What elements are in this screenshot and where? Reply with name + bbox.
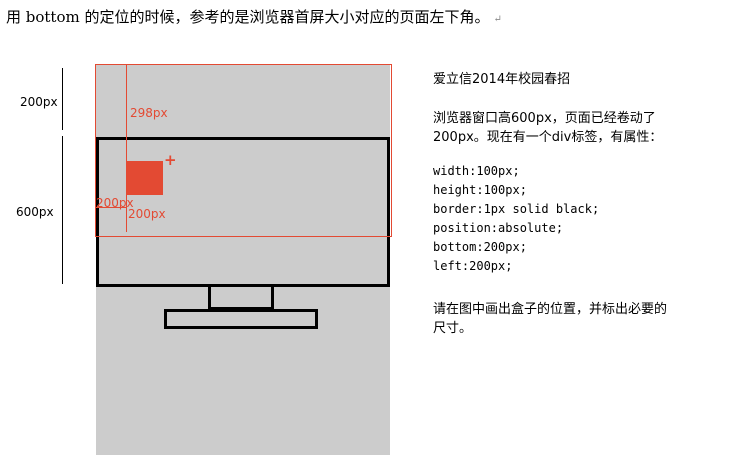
plus-marker: + <box>164 151 177 169</box>
positioned-box <box>126 161 163 195</box>
question-line1: 请在图中画出盒子的位置，并标出必要的 <box>433 302 668 317</box>
bottom-offset-tick <box>96 207 126 208</box>
page-background <box>96 64 390 455</box>
scroll-dimension-line <box>62 68 63 130</box>
window-dimension-line <box>62 136 63 284</box>
first-screen-frame <box>95 64 392 237</box>
prop-position: position:absolute; <box>433 221 564 235</box>
prop-left: left:200px; <box>433 259 513 273</box>
label-600px-window: 600px <box>16 205 54 219</box>
monitor-stand <box>164 309 318 329</box>
monitor-neck <box>208 287 274 310</box>
panel-desc-line1: 浏览器窗口高600px，页面已经卷动了 <box>433 111 656 126</box>
left-offset-line <box>126 64 127 232</box>
label-298px: 298px <box>130 106 168 120</box>
panel-title: 爱立信2014年校园春招 <box>433 72 571 87</box>
monitor-screen <box>96 137 390 287</box>
heading-content: 用 bottom 的定位的时候，参考的是浏览器首屏大小对应的页面左下角。 <box>6 8 490 26</box>
prop-border: border:1px solid black; <box>433 202 600 216</box>
prop-width: width:100px; <box>433 164 520 178</box>
question-line2: 尺寸。 <box>433 321 473 336</box>
prop-bottom: bottom:200px; <box>433 240 527 254</box>
panel-desc-line2: 200px。现在有一个div标签，有属性： <box>433 130 663 145</box>
label-200px-left: 200px <box>96 196 134 210</box>
label-200px-bottom: 200px <box>128 207 166 221</box>
paragraph-mark: ↵ <box>493 14 502 25</box>
label-200px-scroll: 200px <box>20 95 58 109</box>
prop-height: height:100px; <box>433 183 527 197</box>
heading-text: 用 bottom 的定位的时候，参考的是浏览器首屏大小对应的页面左下角。↵ <box>6 6 502 27</box>
